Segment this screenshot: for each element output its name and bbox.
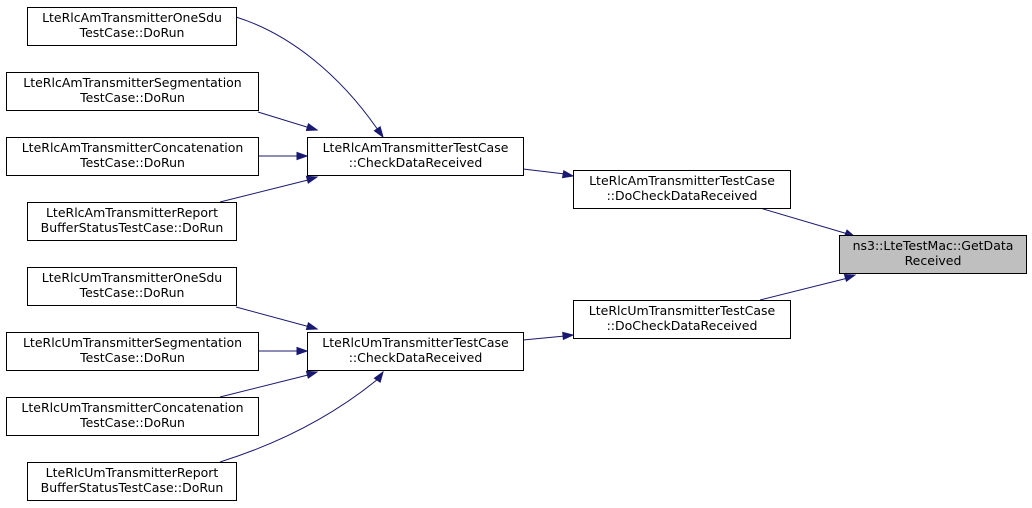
edge-line [759,207,849,235]
node-label-line: LteRlcAmTransmitterSegmentation [23,75,241,90]
edge-arrowhead [373,370,384,384]
node-label-line: LteRlcAmTransmitterConcatenation [22,140,244,155]
node-label-line: TestCase::DoRun [79,350,185,365]
node-am-segmentation[interactable]: LteRlcAmTransmitterSegmentationTestCase:… [6,72,259,111]
node-um-report[interactable]: LteRlcUmTransmitterReportBufferStatusTes… [27,462,237,501]
edge-arrowhead [305,175,319,184]
edge-line [759,277,849,301]
node-box[interactable] [27,7,237,46]
edge-am-check-to-am-docheck [522,168,575,179]
node-am-check[interactable]: LteRlcAmTransmitterTestCase::CheckDataRe… [307,137,524,176]
node-um-check[interactable]: LteRlcUmTransmitterTestCase::CheckDataRe… [307,332,524,371]
edge-line [522,335,566,341]
node-am-concatenation[interactable]: LteRlcAmTransmitterConcatenationTestCase… [6,137,259,176]
node-label-line: Received [905,253,962,268]
node-box[interactable] [307,137,524,176]
node-label-line: TestCase::DoRun [79,155,185,170]
node-box[interactable] [6,72,259,111]
edge-um-report-to-um-check [219,370,384,463]
edge-line [219,378,379,463]
edge-am-docheck-to-mac-getdata [759,207,857,238]
edge-am-report-to-am-check [219,175,319,203]
edge-arrowhead [843,273,857,283]
edge-line [522,168,566,175]
node-box[interactable] [307,332,524,371]
edge-line [257,111,311,129]
node-box[interactable] [27,267,237,306]
edge-arrowhead [562,331,575,341]
edge-um-concatenation-to-um-check [219,370,319,398]
edge-arrowhead [305,321,319,331]
node-label-line: BufferStatusTestCase::DoRun [41,220,224,235]
edge-arrowhead [561,169,575,179]
edge-arrowhead [296,346,309,356]
edge-am-segmentation-to-am-check [257,111,319,132]
node-um-docheck[interactable]: LteRlcUmTransmitterTestCase::DoCheckData… [573,300,791,339]
nodes-layer: LteRlcAmTransmitterOneSduTestCase::DoRun… [6,7,1027,501]
node-um-segmentation[interactable]: LteRlcUmTransmitterSegmentationTestCase:… [6,332,259,371]
node-box[interactable] [573,170,791,209]
node-label-line: LteRlcUmTransmitterReport [46,465,219,480]
node-box[interactable] [6,332,259,371]
node-box[interactable] [27,202,237,241]
node-box[interactable] [839,235,1027,274]
node-label-line: ::DoCheckDataReceived [607,188,758,203]
node-label-line: LteRlcUmTransmitterConcatenation [21,400,243,415]
node-label-line: TestCase::DoRun [79,415,185,430]
edge-line [235,16,379,131]
edge-um-onesdu-to-um-check [235,306,319,331]
node-box[interactable] [27,462,237,501]
edge-um-docheck-to-mac-getdata [759,273,857,301]
edge-um-segmentation-to-um-check [258,346,309,356]
node-label-line: BufferStatusTestCase::DoRun [41,480,224,495]
edge-arrowhead [296,151,309,161]
node-label-line: LteRlcAmTransmitterTestCase [323,140,509,155]
edge-arrowhead [305,370,319,379]
edge-arrowhead [373,125,384,139]
node-label-line: LteRlcUmTransmitterOneSdu [42,270,222,285]
edge-line [219,179,309,203]
node-label-line: ::DoCheckDataReceived [607,318,758,333]
edge-um-check-to-um-docheck [522,331,575,341]
edges-layer [219,16,857,463]
node-am-report[interactable]: LteRlcAmTransmitterReportBufferStatusTes… [27,202,237,241]
node-label-line: TestCase::DoRun [79,90,185,105]
edge-line [219,374,309,398]
node-label-line: LteRlcAmTransmitterOneSdu [42,10,222,25]
edge-am-concatenation-to-am-check [258,151,309,161]
node-label-line: LteRlcUmTransmitterTestCase [322,335,509,350]
node-box[interactable] [573,300,791,339]
node-label-line: TestCase::DoRun [79,25,185,40]
edge-arrowhead [305,122,319,132]
node-label-line: LteRlcUmTransmitterSegmentation [23,335,242,350]
edge-line [235,306,311,328]
node-label-line: LteRlcUmTransmitterTestCase [589,303,776,318]
node-am-docheck[interactable]: LteRlcAmTransmitterTestCase::DoCheckData… [573,170,791,209]
node-label-line: ::CheckDataReceived [349,155,483,170]
node-box[interactable] [6,137,259,176]
node-um-concatenation[interactable]: LteRlcUmTransmitterConcatenationTestCase… [6,397,259,436]
node-label-line: LteRlcAmTransmitterReport [46,205,218,220]
node-label-line: ::CheckDataReceived [349,350,483,365]
node-label-line: ns3::LteTestMac::GetData [853,238,1014,253]
node-label-line: LteRlcAmTransmitterTestCase [589,173,775,188]
node-label-line: TestCase::DoRun [79,285,185,300]
edge-am-onesdu-to-am-check [235,16,384,139]
node-box[interactable] [6,397,259,436]
